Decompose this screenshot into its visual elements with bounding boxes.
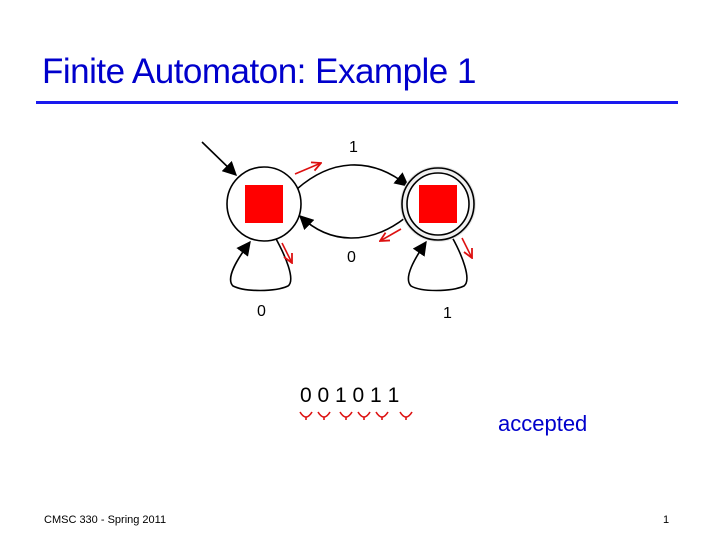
verdict-label: accepted	[498, 411, 588, 436]
transition-s0-to-s1	[296, 164, 410, 190]
trace-arrow-loop-s0	[281, 242, 292, 263]
page-number: 1	[663, 514, 670, 526]
title-underline	[36, 101, 678, 104]
input-string: 0 0 1 0 1 1	[300, 384, 400, 407]
self-loop-s0	[229, 236, 292, 292]
input-symbol-markers	[299, 411, 413, 420]
current-state-marker-s0	[245, 185, 283, 223]
self-loop-s1	[407, 236, 468, 292]
trace-arrow-s0-s1	[294, 163, 321, 175]
state-s1-accepting	[400, 166, 476, 242]
state-s0	[226, 166, 302, 242]
start-arrow	[201, 141, 238, 177]
transition-s1-to-s0	[298, 214, 406, 239]
transition-label-s0-s1: 1	[349, 139, 358, 156]
trace-arrows	[281, 163, 472, 263]
transition-label-s1-s0: 0	[347, 249, 356, 266]
self-loop-label-s1: 1	[443, 305, 452, 322]
footer-course: CMSC 330 - Spring 2011	[44, 514, 167, 526]
self-loop-label-s0: 0	[257, 303, 266, 320]
current-state-marker-s1	[419, 185, 457, 223]
slide-title: Finite Automaton: Example 1	[42, 52, 476, 91]
trace-arrow-loop-s1	[461, 237, 472, 258]
trace-arrow-s1-s0	[380, 228, 402, 241]
